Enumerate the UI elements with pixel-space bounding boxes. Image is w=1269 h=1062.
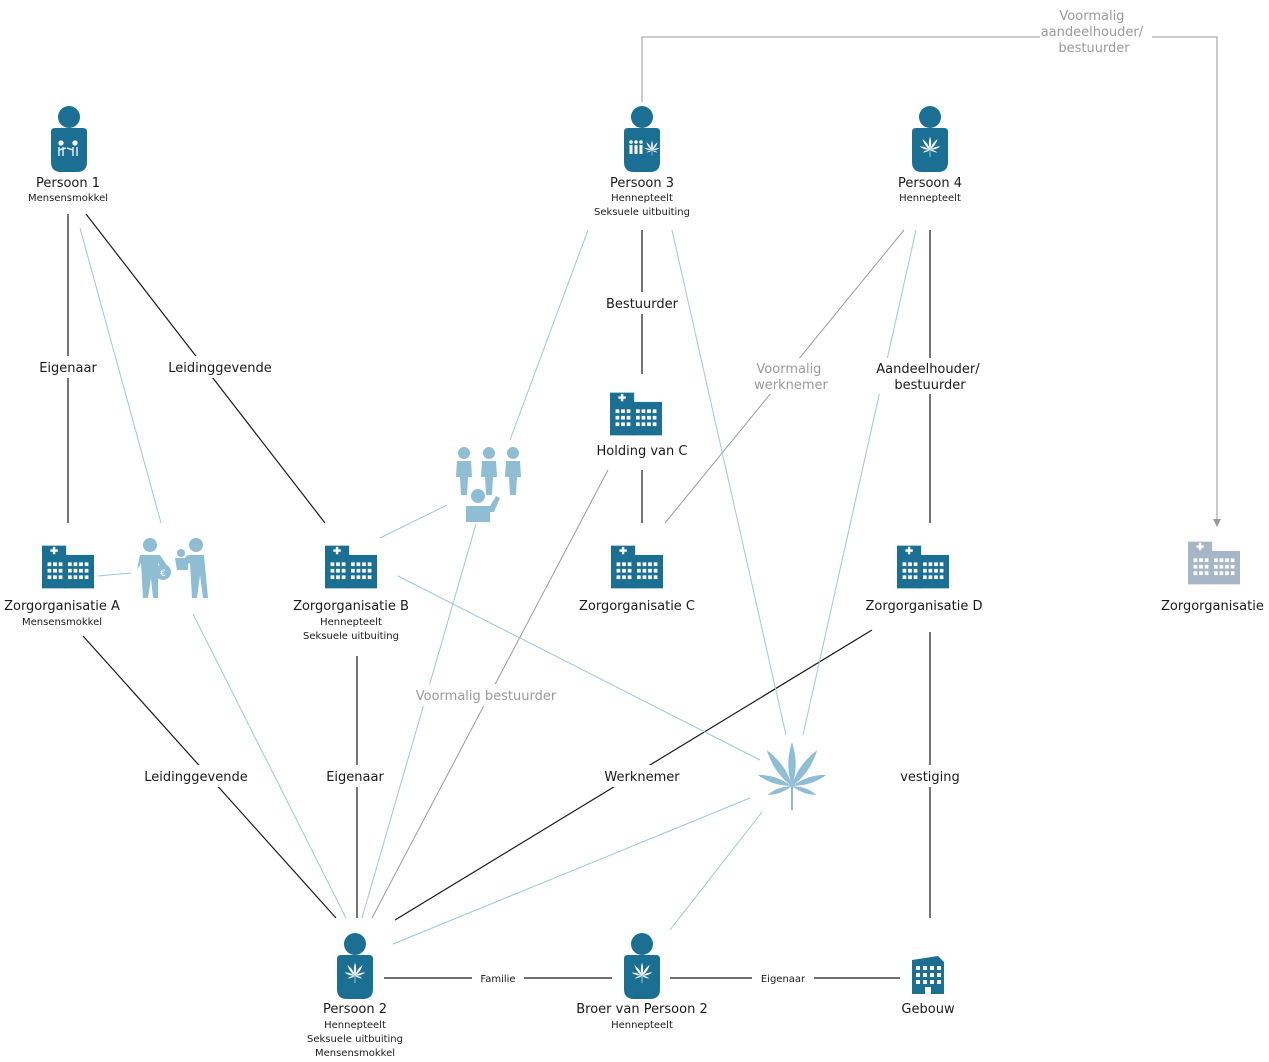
smuggling-mini-icon xyxy=(58,140,78,156)
exploitation-mini-icon xyxy=(629,140,643,154)
node-zorgorganisatie-b[interactable]: Zorgorganisatie B Hennepteelt Seksuele u… xyxy=(293,545,409,642)
edge-label-broer-gebouw: Eigenaar xyxy=(761,974,806,985)
theme-sexual-exploitation[interactable] xyxy=(456,447,521,522)
node-label: Zorgorganisatie E xyxy=(1161,599,1269,614)
hospital-icon xyxy=(610,392,662,436)
edge-smuggling-p2 xyxy=(192,613,347,919)
node-label: Broer van Persoon 2 xyxy=(576,1002,707,1017)
edge-zorg-b-cannabis xyxy=(397,575,761,761)
edge-p4-cannabis xyxy=(802,229,917,736)
node-broer-van-persoon-2[interactable]: Broer van Persoon 2 Hennepteelt xyxy=(576,933,708,1031)
node-holding-van-c[interactable]: Holding van C xyxy=(586,392,698,460)
node-label: Holding van C xyxy=(597,444,688,459)
edge-label-p2-broer: Familie xyxy=(480,974,515,985)
edge-label-p3-holding: Bestuurder xyxy=(606,297,679,312)
edge-exploitation-p2 xyxy=(361,523,477,919)
node-label: Persoon 1 xyxy=(36,176,100,191)
euro-symbol: € xyxy=(160,569,166,579)
edge-p3-zorg-e xyxy=(641,36,1221,527)
node-sub-label: Hennepteelt xyxy=(899,193,961,204)
node-sub-label: Hennepteelt xyxy=(611,1020,673,1031)
node-sub-label: Hennepteelt xyxy=(320,617,382,628)
hospital-icon xyxy=(325,545,377,589)
node-label: Persoon 2 xyxy=(323,1002,387,1017)
theme-cannabis[interactable] xyxy=(756,742,828,810)
edge-zorg-b-exploitation xyxy=(379,504,448,539)
edge-label-zorg-d-p2: Werknemer xyxy=(604,770,680,785)
sexual-exploitation-icon xyxy=(456,447,521,522)
edge-label-p1-zorg-b: Leidinggevende xyxy=(168,361,271,376)
person-exploitation-cannabis-icon xyxy=(624,106,660,172)
edge-zorg-a-smuggling xyxy=(97,572,132,577)
node-label: Gebouw xyxy=(901,1002,955,1017)
human-smuggling-icon xyxy=(137,538,208,598)
edge-cannabis-p2 xyxy=(392,797,751,945)
edge-p3-exploitation xyxy=(509,229,589,441)
edge-p1-smuggling xyxy=(79,227,162,524)
node-label: Zorgorganisatie B xyxy=(293,599,409,614)
edge-label-p3-zorg-e: Voormalig aandeelhouder/ bestuurder xyxy=(1041,9,1148,56)
node-label: Zorgorganisatie A xyxy=(4,599,120,614)
node-sub-label: Seksuele uitbuiting xyxy=(594,207,690,218)
node-label: Persoon 4 xyxy=(898,176,962,191)
hospital-icon xyxy=(611,545,663,589)
node-gebouw[interactable]: Gebouw xyxy=(901,956,955,1017)
node-sub-label: Hennepteelt xyxy=(611,193,673,204)
node-zorgorganisatie-a[interactable]: Zorgorganisatie A Mensensmokkel xyxy=(4,545,120,628)
node-sub-label: Seksuele uitbuiting xyxy=(307,1034,403,1045)
hospital-icon xyxy=(897,545,949,589)
node-sub-label: Mensensmokkel xyxy=(315,1048,395,1059)
hospital-icon xyxy=(42,545,94,589)
node-sub-label: Hennepteelt xyxy=(324,1020,386,1031)
edge-label-holding-p2: Voormalig bestuurder xyxy=(416,689,557,704)
node-zorgorganisatie-c[interactable]: Zorgorganisatie C xyxy=(579,545,695,614)
node-persoon-4[interactable]: Persoon 4 Hennepteelt xyxy=(898,106,962,204)
hospital-icon xyxy=(1188,541,1240,585)
node-sub-label: Mensensmokkel xyxy=(28,193,108,204)
edge-p3-cannabis xyxy=(671,229,787,736)
node-zorgorganisatie-e[interactable]: Zorgorganisatie E xyxy=(1161,541,1269,614)
node-persoon-1[interactable]: Persoon 1 Mensensmokkel xyxy=(28,106,108,204)
theme-human-smuggling[interactable]: € xyxy=(137,538,208,598)
node-sub-label: Mensensmokkel xyxy=(22,617,102,628)
node-label: Zorgorganisatie C xyxy=(579,599,695,614)
person-smuggling-icon xyxy=(51,106,87,172)
node-zorgorganisatie-d[interactable]: Zorgorganisatie D xyxy=(866,545,983,614)
node-persoon-2[interactable]: Persoon 2 Hennepteelt Seksuele uitbuitin… xyxy=(307,933,403,1059)
edge-labels-layer: Eigenaar Leidinggevende Bestuurder Voorm… xyxy=(36,6,1152,987)
edge-label-zorg-a-p2: Leidinggevende xyxy=(144,770,247,785)
edge-label-p4-zorg-c: Voormalig werknemer xyxy=(754,362,828,393)
edge-cannabis-broer xyxy=(669,811,763,931)
node-label: Zorgorganisatie D xyxy=(866,599,983,614)
building-icon xyxy=(912,956,944,994)
edge-label-zorg-d-gebouw: vestiging xyxy=(900,770,960,785)
edge-label-p4-zorg-d: Aandeelhouder/ bestuurder xyxy=(876,362,984,393)
node-label: Persoon 3 xyxy=(610,176,674,191)
node-sub-label: Seksuele uitbuiting xyxy=(303,631,399,642)
node-persoon-3[interactable]: Persoon 3 Hennepteelt Seksuele uitbuitin… xyxy=(594,106,690,218)
edge-label-zorg-b-p2: Eigenaar xyxy=(326,770,384,785)
edge-label-p1-zorg-a: Eigenaar xyxy=(39,361,97,376)
cannabis-leaf-icon xyxy=(756,742,828,810)
